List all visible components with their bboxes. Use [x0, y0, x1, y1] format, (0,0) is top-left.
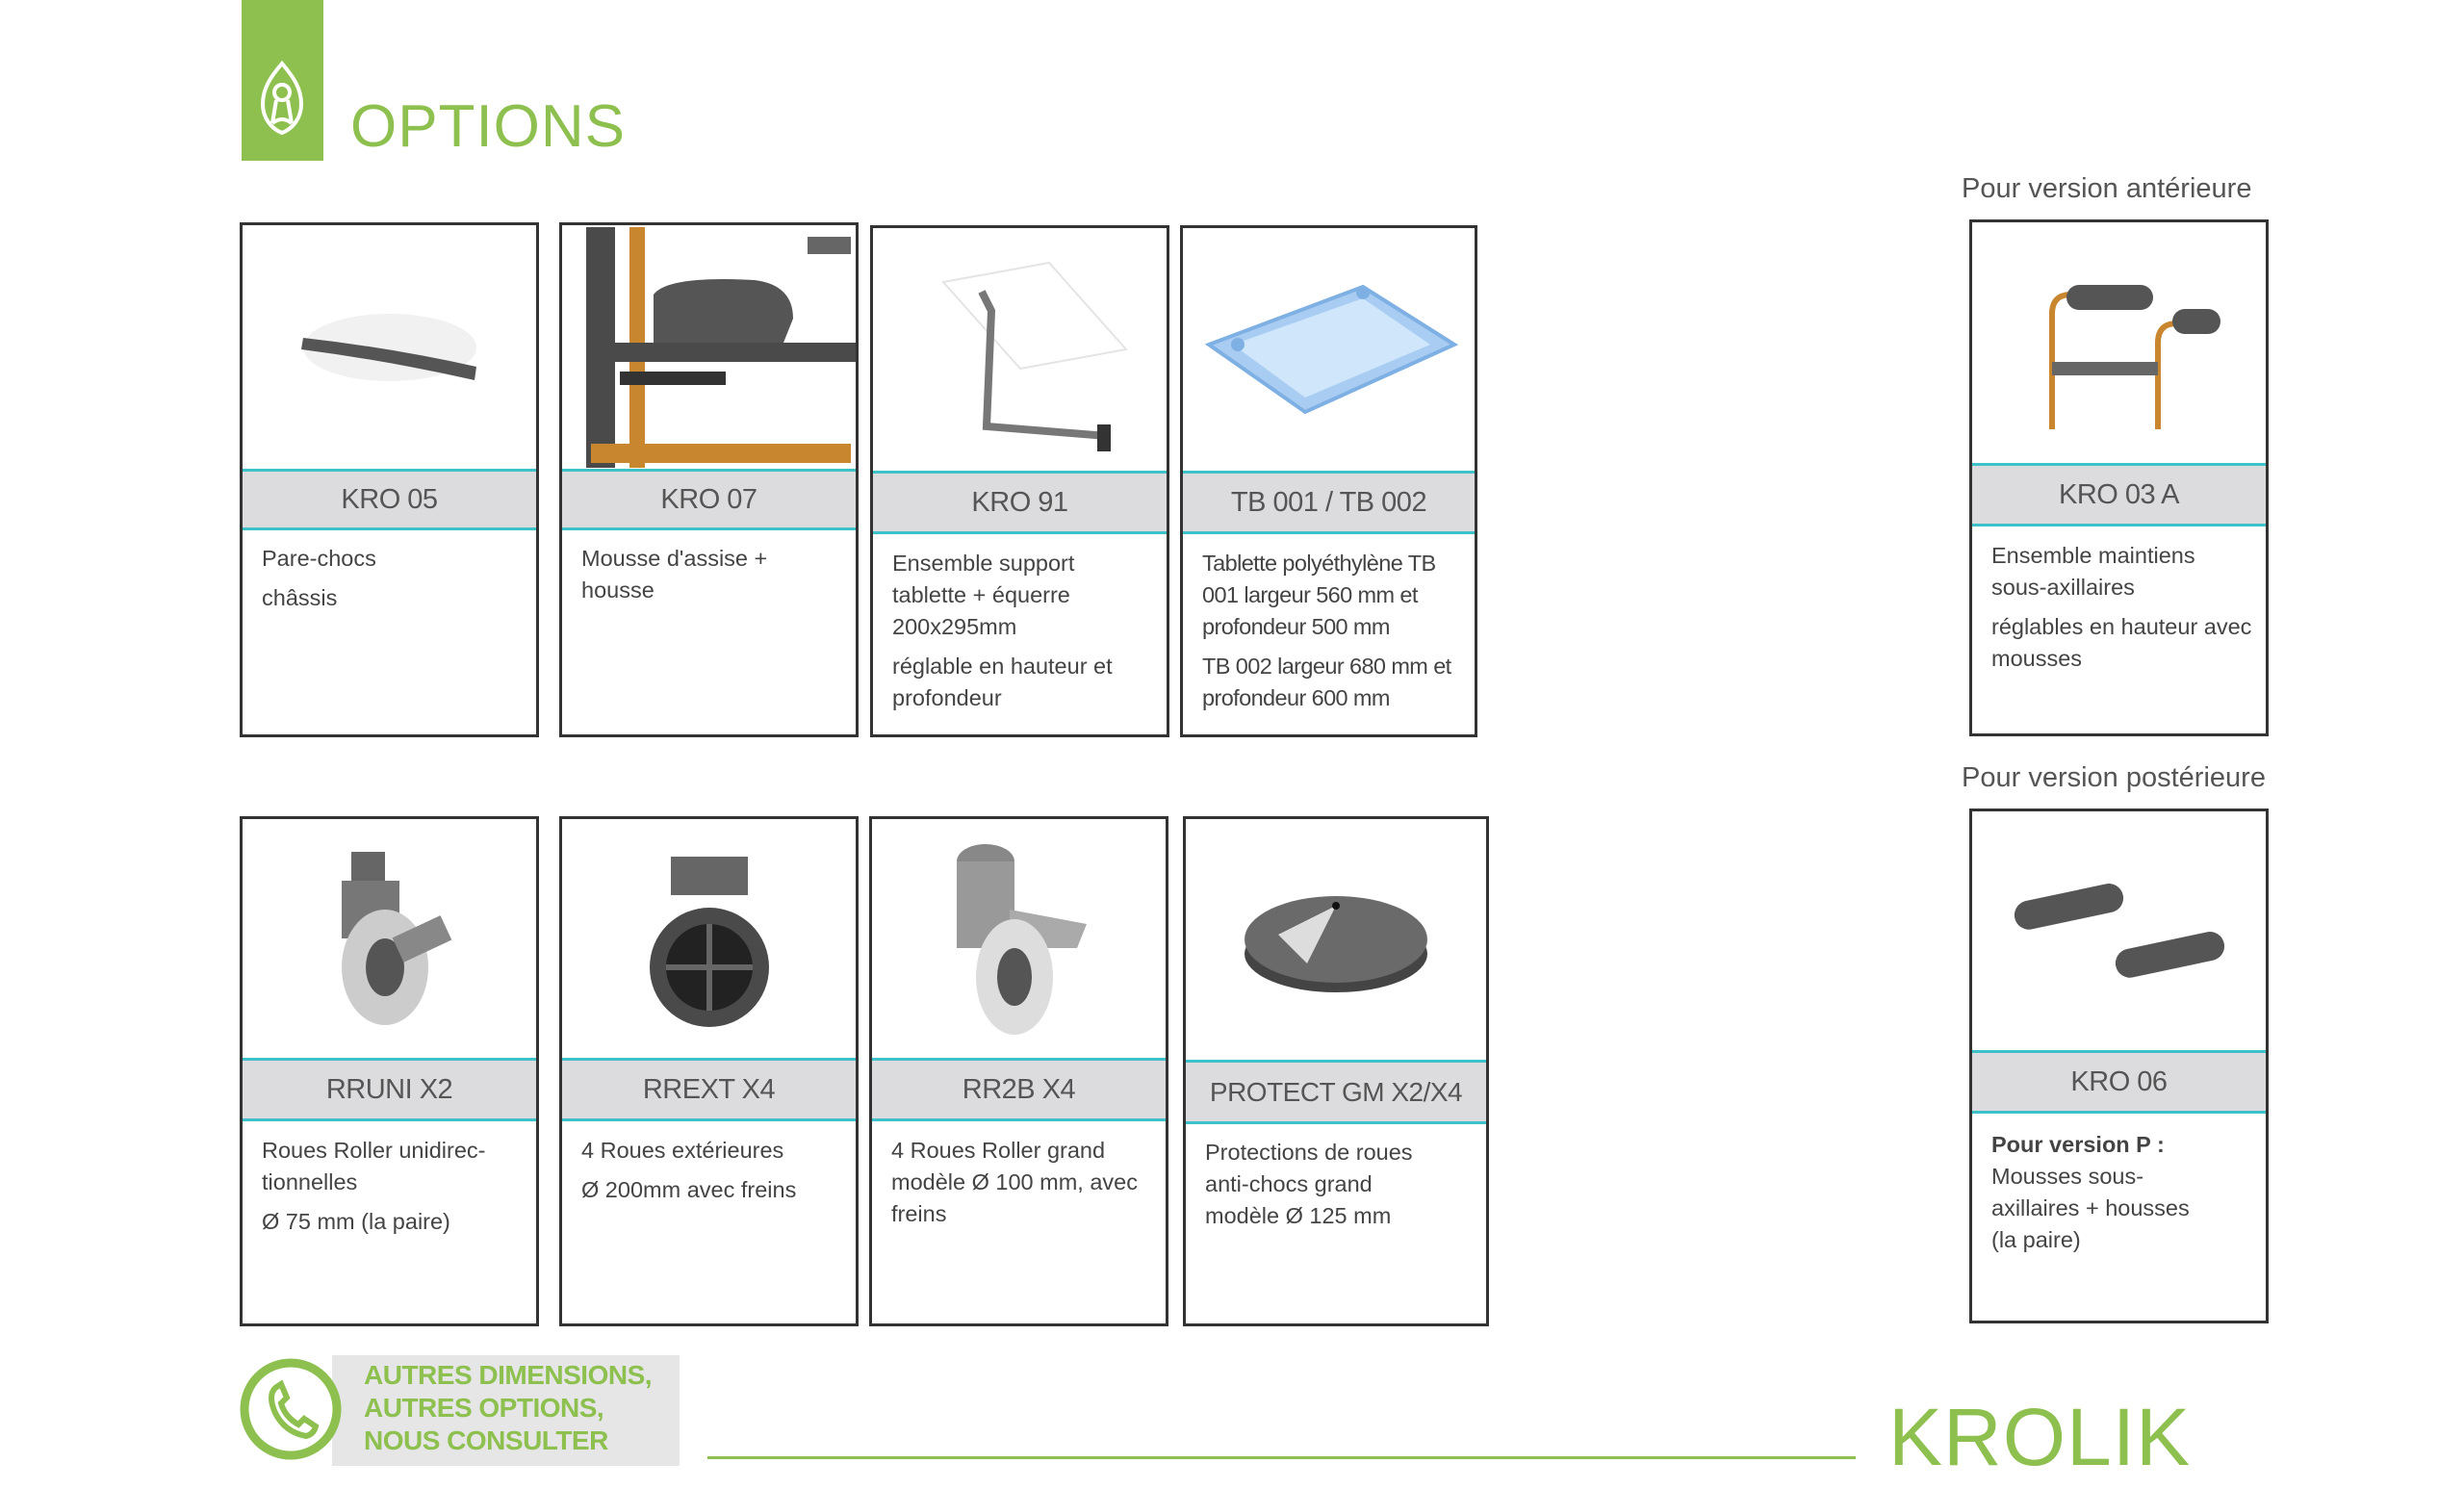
option-card-rr2b: RR2B X4 4 Roues Roller grand modèle Ø 10…	[869, 816, 1168, 1326]
page-title: OPTIONS	[350, 93, 627, 160]
option-card-kro07: KRO 07 Mousse d'assise + housse	[559, 222, 859, 737]
contact-text: AUTRES DIMENSIONS,AUTRES OPTIONS,NOUS CO…	[364, 1360, 653, 1455]
product-code: KRO 05	[243, 469, 536, 530]
option-card-tb001-tb002: TB 001 / TB 002 Tablette polyéthylène TB…	[1180, 225, 1477, 737]
option-card-kro91: KRO 91 Ensemble support tablette + équer…	[870, 225, 1169, 737]
product-description: Mousse d'assise + housse	[581, 546, 768, 603]
option-card-kro03a: KRO 03 A Ensemble maintiens sous-axillai…	[1969, 219, 2269, 736]
product-code: RR2B X4	[872, 1058, 1166, 1121]
phone-icon	[240, 1358, 342, 1460]
section-heading-anterior: Pour version antérieure	[1962, 173, 2252, 204]
product-image-tablet-bracket	[873, 228, 1167, 471]
product-image-bumper	[243, 225, 536, 469]
product-code: KRO 06	[1972, 1050, 2266, 1114]
option-card-protect-gm: PROTECT GM X2/X4 Protections de roues an…	[1183, 816, 1489, 1326]
product-image-underarm-supports	[1972, 222, 2266, 463]
option-card-kro06: KRO 06 Pour version P :Mousses sous-axil…	[1969, 809, 2269, 1323]
contact-banner	[332, 1355, 680, 1466]
product-image-seat-foam	[562, 225, 856, 469]
product-description: Protections de roues anti-chocs grand mo…	[1205, 1140, 1413, 1228]
brand-emblem-icon	[260, 60, 304, 136]
product-description: 4 Roues Roller grand modèle Ø 100 mm, av…	[891, 1138, 1138, 1226]
divider-line	[707, 1456, 1856, 1459]
product-code: RRUNI X2	[243, 1058, 536, 1121]
brand-name: KROLIK	[1888, 1392, 2192, 1482]
option-card-rruni: RRUNI X2 Roues Roller unidirec-tionnelle…	[240, 816, 539, 1326]
product-code: KRO 07	[562, 469, 856, 530]
product-image-tablet	[1183, 228, 1475, 471]
logo-block	[242, 0, 323, 161]
product-image-outdoor-wheel	[562, 819, 856, 1058]
product-description: Tablette polyéthylène TB 001 largeur 560…	[1202, 551, 1451, 710]
section-heading-posterior: Pour version postérieure	[1962, 762, 2266, 793]
product-code: TB 001 / TB 002	[1183, 471, 1475, 534]
product-code: PROTECT GM X2/X4	[1186, 1060, 1486, 1124]
product-image-large-caster	[872, 819, 1166, 1058]
product-description: Pour version P :Mousses sous-axillaires …	[1991, 1132, 2190, 1252]
product-code: KRO 03 A	[1972, 463, 2266, 526]
product-description: Ensemble support tablette + équerre 200x…	[892, 551, 1113, 710]
product-image-wheel-protector	[1186, 819, 1486, 1060]
product-image-foam-pads	[1972, 811, 2266, 1050]
product-image-caster	[243, 819, 536, 1058]
product-code: RREXT X4	[562, 1058, 856, 1121]
product-code: KRO 91	[873, 471, 1167, 534]
